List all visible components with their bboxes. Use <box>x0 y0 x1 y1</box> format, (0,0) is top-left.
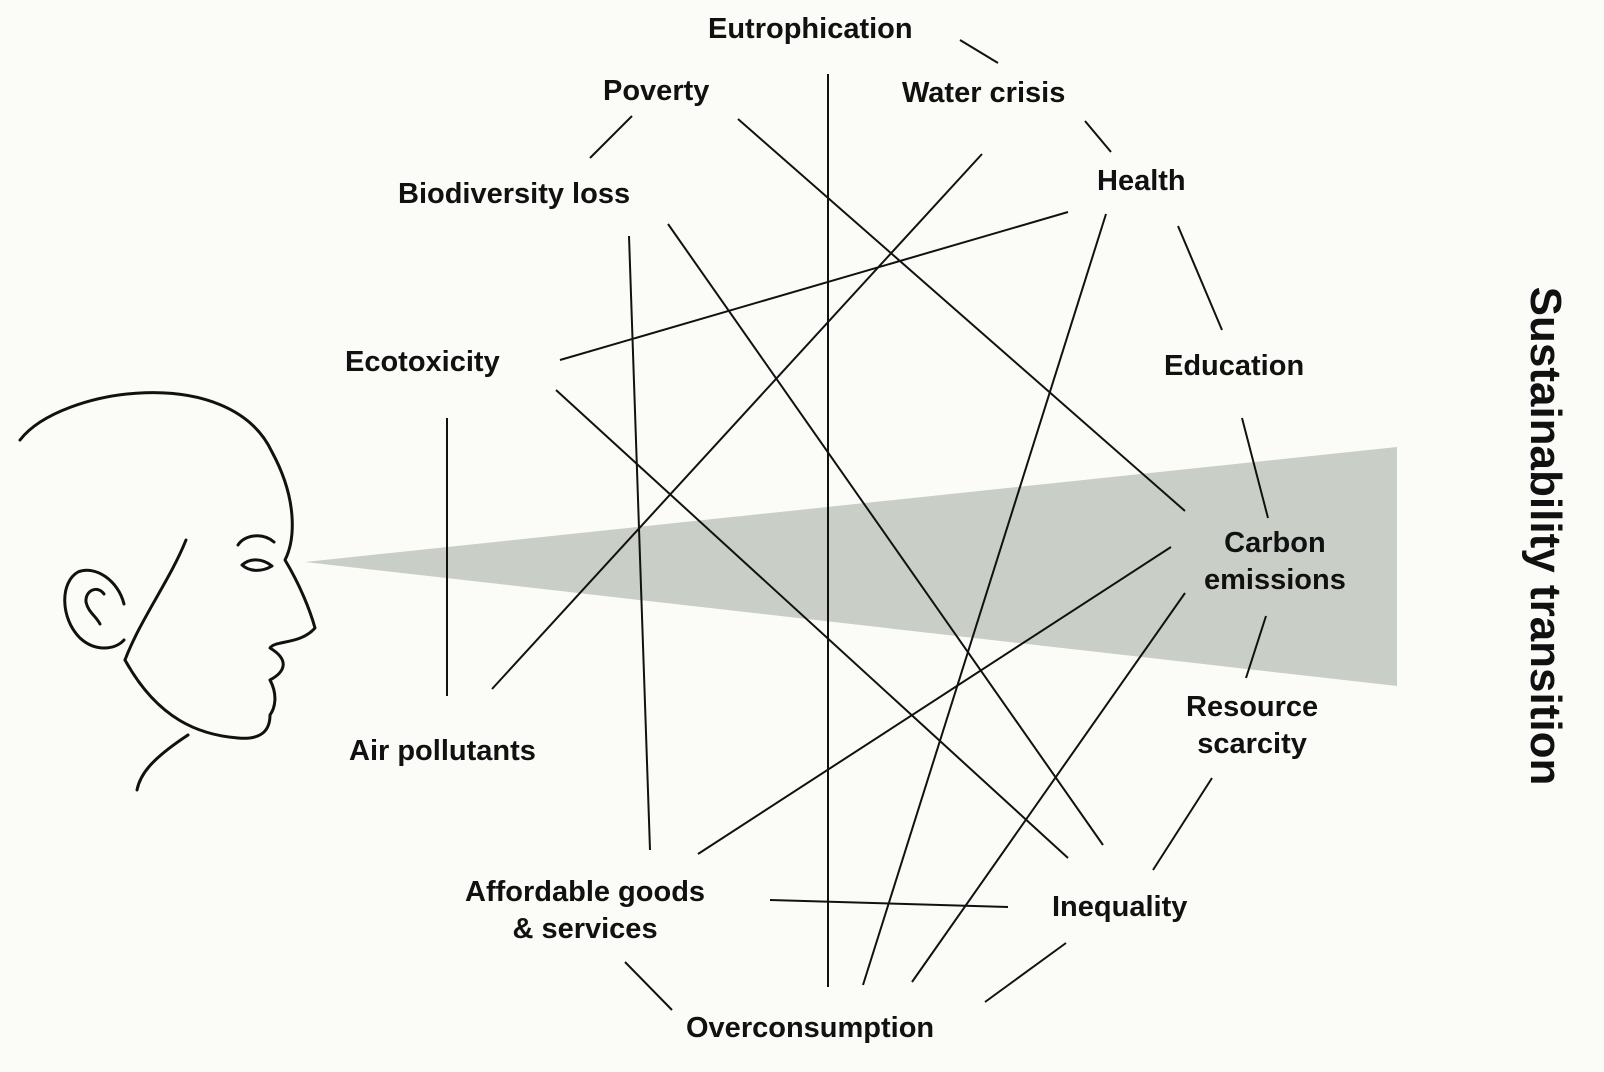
jaw-outline <box>123 658 240 740</box>
eye <box>240 558 274 572</box>
node-resource-scarcity: Resource scarcity <box>1186 689 1318 763</box>
connector-biodiversity-loss-to-inequality <box>667 223 1104 846</box>
connector-ecotoxicity-to-inequality <box>555 389 1069 859</box>
node-air-pollutants: Air pollutants <box>349 733 536 770</box>
connector-education-to-carbon-emissions <box>1241 417 1269 519</box>
node-biodiversity-loss-label: Biodiversity loss <box>398 178 631 210</box>
node-ecotoxicity-label: Ecotoxicity <box>345 346 500 378</box>
node-air-pollutants-label: Air pollutants <box>349 735 536 767</box>
face-outline <box>236 450 317 740</box>
node-eutrophication: Eutrophication <box>708 11 913 48</box>
connector-overconsumption-to-affordable-goods <box>624 961 673 1011</box>
human-head-profile-icon <box>18 391 317 792</box>
connector-health-to-overconsumption <box>862 213 1107 986</box>
node-health-label: Health <box>1097 165 1186 197</box>
node-carbon-emissions-line1: Carbon <box>1224 527 1326 559</box>
ear-inner <box>84 587 106 626</box>
node-inequality-label: Inequality <box>1052 891 1188 923</box>
node-overconsumption-label: Overconsumption <box>686 1012 935 1044</box>
node-resource-scarcity-line2: scarcity <box>1197 728 1307 760</box>
node-poverty: Poverty <box>603 73 709 110</box>
connector-layer <box>446 39 1269 1011</box>
hair-line <box>123 538 188 662</box>
node-health: Health <box>1097 163 1186 200</box>
node-carbon-emissions: Carbon emissions <box>1204 525 1346 599</box>
connector-carbon-emissions-to-resource-scarcity <box>1245 615 1267 679</box>
node-affordable-goods-line1: Affordable goods <box>465 876 706 908</box>
connector-carbon-emissions-to-overconsumption <box>911 592 1186 983</box>
node-water-crisis: Water crisis <box>902 75 1065 112</box>
connector-health-to-ecotoxicity <box>559 211 1069 361</box>
node-carbon-emissions-line2: emissions <box>1204 564 1346 596</box>
neck-outline <box>135 733 190 792</box>
connector-biodiversity-loss-to-affordable-goods <box>628 235 651 851</box>
connector-affordable-goods-to-inequality <box>769 899 1009 908</box>
node-education: Education <box>1164 348 1304 385</box>
connector-eutrophication-to-water-crisis <box>959 39 999 64</box>
sustainability-transition-title: Sustainability transition <box>1521 286 1570 786</box>
eyebrow <box>236 534 276 547</box>
connector-inequality-to-overconsumption <box>984 942 1067 1003</box>
node-ecotoxicity: Ecotoxicity <box>345 344 500 381</box>
node-poverty-label: Poverty <box>603 75 710 107</box>
connector-water-crisis-to-health <box>1084 120 1112 153</box>
connector-resource-scarcity-to-inequality <box>1152 777 1213 871</box>
node-affordable-goods: Affordable goods & services <box>465 874 705 948</box>
head-back-outline <box>18 391 274 454</box>
connector-poverty-to-biodiversity-loss <box>589 115 633 159</box>
connector-water-crisis-to-air-pollutants <box>491 153 983 690</box>
connector-carbon-emissions-to-affordable-goods <box>697 546 1172 855</box>
connector-health-to-education <box>1177 225 1223 331</box>
node-inequality: Inequality <box>1052 889 1187 926</box>
node-overconsumption: Overconsumption <box>686 1010 934 1047</box>
node-eutrophication-label: Eutrophication <box>708 13 913 45</box>
node-affordable-goods-line2: & services <box>512 913 658 945</box>
node-resource-scarcity-line1: Resource <box>1186 691 1319 723</box>
connector-poverty-to-carbon-emissions <box>737 118 1186 512</box>
node-education-label: Education <box>1164 350 1305 382</box>
node-biodiversity-loss: Biodiversity loss <box>398 176 630 213</box>
node-water-crisis-label: Water crisis <box>902 77 1066 109</box>
gaze-beam-icon <box>305 447 1397 686</box>
ear-outline <box>63 568 126 650</box>
